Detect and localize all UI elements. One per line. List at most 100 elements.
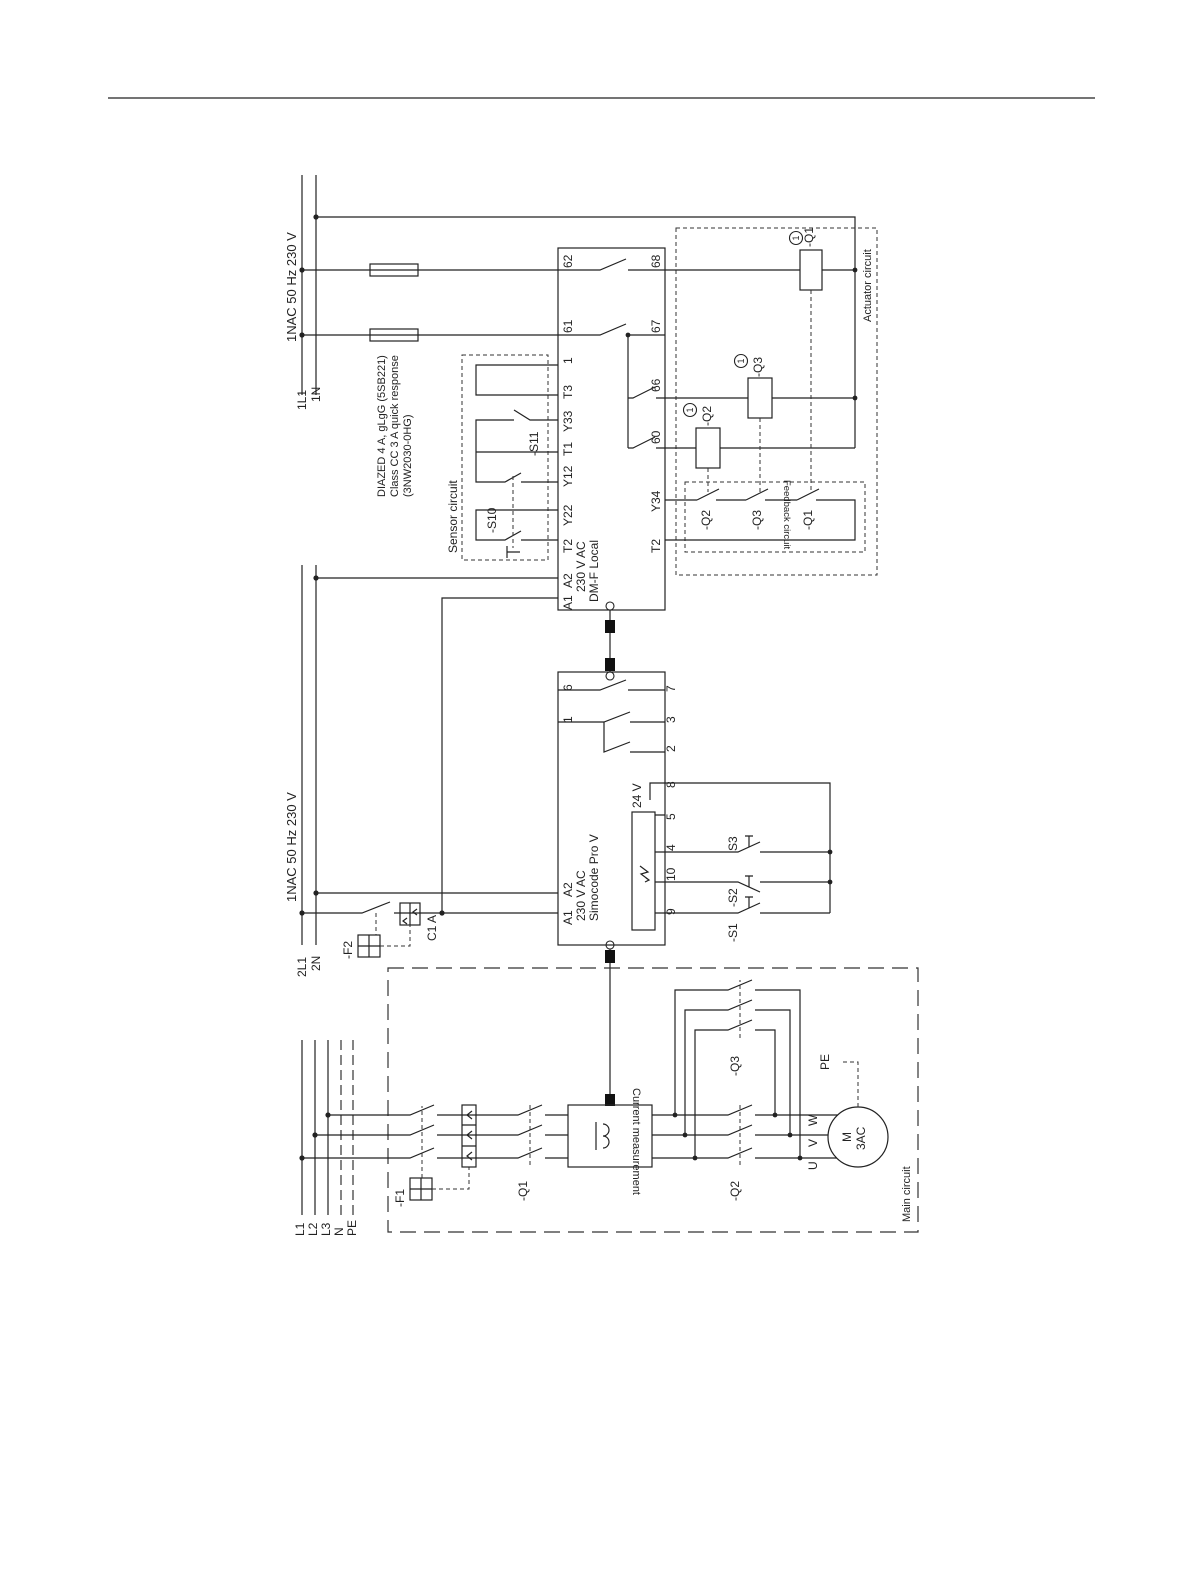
dm-f-contacts (558, 258, 665, 449)
dmf-terminal-61: 61 (561, 319, 575, 333)
input-module-symbol-icon (639, 865, 651, 883)
junction-dot (827, 879, 833, 885)
simocode-contacts (558, 679, 665, 753)
dmf-terminal-68: 68 (649, 254, 663, 268)
junction-dot (439, 910, 445, 916)
simocode-box (557, 671, 666, 946)
breaker-f2-link (375, 913, 411, 947)
main-phase-wires (302, 1104, 838, 1159)
s11-label: -S11 (527, 431, 541, 456)
fuse-2 (369, 328, 419, 342)
motor-terminal-u: U (806, 1161, 820, 1170)
pushbutton-actuators-icon (745, 835, 753, 908)
fuse-note-line1: DIAZED 4 A, gLgG (5SB221) (376, 355, 388, 497)
note-marker-ring (733, 353, 749, 369)
simocode-device (557, 671, 833, 946)
emergency-stop-icon (506, 546, 520, 558)
aux-c1a-marks (402, 903, 418, 925)
breaker-f2-cross (358, 935, 380, 957)
feedback-wires (665, 488, 856, 541)
junction-dot (299, 910, 305, 916)
supply-mid-wires (301, 565, 558, 945)
system-interface-cables (605, 601, 615, 1106)
dmf-terminal-y34: Y34 (649, 490, 663, 512)
simocode-supply-voltage: 24 V (630, 783, 644, 808)
pushbutton-s3-label: S3 (726, 836, 740, 851)
dmf-terminal-a1: A1 (561, 595, 575, 610)
bus-l2-label: L2 (306, 1222, 320, 1236)
simocode-terminal-9: 9 (664, 908, 678, 915)
sensor-circuit-title: Sensor circuit (446, 480, 460, 553)
motor-terminal-w: W (806, 1114, 820, 1126)
fuse-note-line2: Class CC 3 A quick response (389, 355, 401, 497)
fuse-1 (369, 263, 419, 277)
fuse-note-line3: (3NW2030-0HG) (402, 414, 414, 497)
main-bus-phases (301, 1040, 329, 1215)
motor-pe-wire (840, 1061, 859, 1107)
coil-q1-label: -Q1 (802, 227, 816, 247)
motor-label: M (840, 1132, 854, 1142)
breaker-f2-label: -F2 (341, 941, 355, 959)
dmf-terminal-66: 66 (649, 378, 663, 392)
note-marker-ring (682, 402, 698, 418)
actuator-circuit (665, 227, 878, 576)
pushbutton-wires (665, 782, 831, 914)
supply-top-n: 1N (309, 387, 323, 402)
interface-plug (605, 620, 615, 633)
overload-trip-box (461, 1104, 477, 1168)
coil-q2-label: -Q2 (700, 406, 714, 426)
junction-dot (313, 890, 319, 896)
breaker-f1-link (421, 1106, 470, 1190)
dmf-terminal-67: 67 (649, 319, 663, 333)
dmf-terminal-t1: T1 (561, 442, 575, 456)
main-circuit-frame (387, 967, 919, 1233)
dmf-terminal-y12: Y12 (561, 465, 575, 487)
note-marker-q1: 1 (791, 235, 801, 240)
aux-c1a-label: C1 A (425, 915, 439, 941)
junction-dot (313, 214, 319, 220)
junction-dot (797, 1155, 803, 1161)
feedback-circuit (665, 481, 866, 553)
supply-mid-group (299, 565, 558, 958)
dmf-terminal-t3: T3 (561, 385, 575, 399)
note-marker-q3: 1 (736, 358, 746, 363)
dmf-terminal-1: 1 (561, 357, 575, 364)
simocode-voltage: 230 V AC (574, 870, 588, 921)
simocode-terminal-7: 7 (664, 685, 678, 692)
dmf-terminal-y22: Y22 (561, 504, 575, 526)
simocode-terminal-a2: A2 (561, 882, 575, 897)
feedback-q2-label: -Q2 (699, 510, 713, 530)
actuator-wires (665, 269, 855, 449)
simocode-terminal-8: 8 (664, 781, 678, 788)
motor-terminal-v: V (806, 1139, 820, 1147)
interface-plug (605, 658, 615, 671)
overload-trip-marks (462, 1110, 476, 1161)
dmf-terminal-y33: Y33 (561, 410, 575, 432)
supply-mid-label: 1NAC 50 Hz 230 V (284, 792, 299, 902)
junction-dot (312, 1132, 318, 1138)
simocode-terminal-5: 5 (664, 813, 678, 820)
sensor-wires (475, 364, 558, 541)
junction-dot (682, 1132, 688, 1138)
contactor-q3-label: -Q3 (728, 1056, 742, 1076)
simocode-input-module (631, 811, 656, 931)
junction-dot (827, 849, 833, 855)
current-transformer-icon (595, 1122, 610, 1150)
simocode-terminal-4: 4 (664, 844, 678, 851)
interface-plug (605, 950, 615, 963)
simocode-terminal-2: 2 (664, 745, 678, 752)
reversing-q3-wires (674, 979, 801, 1158)
simocode-internal-wires (649, 782, 665, 914)
supply-top-l1: 1L1 (295, 390, 309, 410)
bus-l1-label: L1 (293, 1222, 307, 1236)
contactor-q1-label: -Q1 (516, 1181, 530, 1201)
junction-dot (299, 1155, 305, 1161)
sensor-circuit-frame (461, 354, 549, 561)
feedback-q3-label: -Q3 (750, 510, 764, 530)
motor-type-label: 3AC (854, 1126, 868, 1150)
junction-dot (299, 332, 305, 338)
interface-plug (605, 1094, 615, 1106)
supply-mid-l1: 2L1 (295, 957, 309, 977)
bus-pe-label: PE (345, 1220, 359, 1236)
